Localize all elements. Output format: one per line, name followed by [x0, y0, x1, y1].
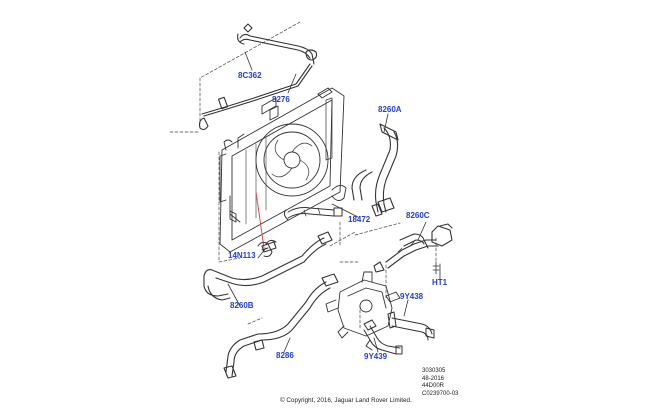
callout-8260c[interactable]: 8260C — [406, 211, 430, 220]
callout-14n113[interactable]: 14N113 — [228, 251, 256, 260]
callout-8286[interactable]: 8286 — [276, 351, 294, 360]
callout-9y438[interactable]: 9Y438 — [400, 292, 424, 301]
hose-8260a — [351, 123, 399, 217]
callout-ht1[interactable]: HT1 — [432, 278, 448, 287]
reference-line: 3030305 — [422, 368, 446, 374]
pipe-9y439 — [363, 319, 403, 355]
radiator-fan-assembly — [219, 87, 347, 253]
bleed-pipe — [198, 23, 318, 131]
hose-8260b — [203, 231, 333, 301]
callout-9y439[interactable]: 9Y439 — [364, 352, 388, 361]
callout-leaders — [227, 51, 441, 353]
clip-14n113 — [257, 241, 273, 257]
reference-block: 3030305 48-2016 44D00R C0239700-03 — [422, 368, 458, 398]
thermostat-housing — [325, 271, 401, 339]
copyright-notice: © Copyright, 2016, Jaguar Land Rover Lim… — [280, 397, 412, 404]
reference-line: C0239700-03 — [422, 390, 459, 397]
hose-8260c — [373, 223, 453, 275]
hose-18472 — [283, 207, 343, 221]
callout-18472[interactable]: 18472 — [348, 215, 371, 224]
hose-8286 — [223, 273, 339, 379]
callout-8276[interactable]: 8276 — [272, 95, 290, 104]
callout-8260b[interactable]: 8260B — [230, 301, 254, 310]
dashed-guide-lines — [169, 21, 437, 331]
reference-line: 48-2016 — [422, 375, 445, 382]
reference-line: 44D00R — [422, 383, 445, 389]
highlight-pointer — [255, 191, 265, 249]
callout-8260a[interactable]: 8260A — [378, 105, 402, 114]
pipe-9y438 — [387, 311, 435, 341]
callout-8c362[interactable]: 8C362 — [238, 71, 262, 80]
